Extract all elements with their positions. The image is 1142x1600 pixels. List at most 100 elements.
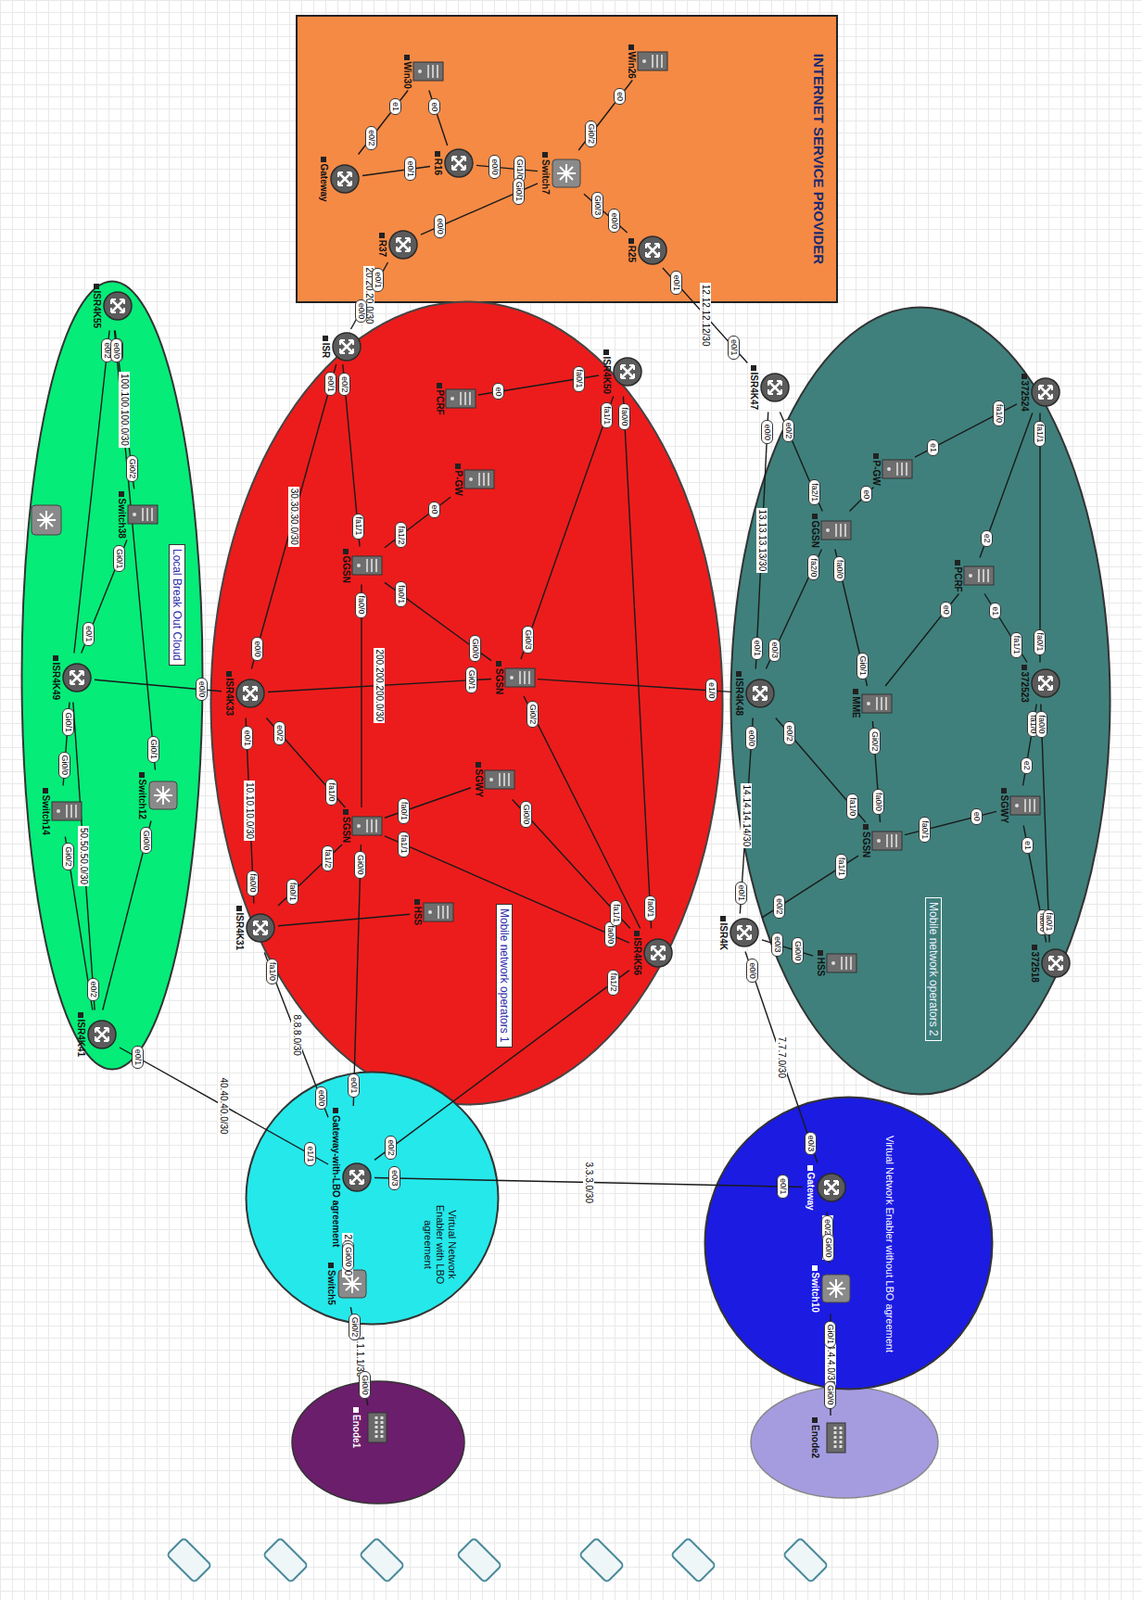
label-marker — [320, 156, 327, 163]
interface-label: Gi0/1 — [856, 652, 869, 681]
interface-label: Gi0/0 — [342, 1243, 355, 1271]
device-icon — [897, 462, 907, 476]
label-marker — [328, 1262, 334, 1269]
device-icon — [352, 556, 382, 575]
device-icon — [243, 686, 257, 700]
device-icon — [825, 947, 858, 979]
device-name: ISR4K33 — [223, 678, 235, 717]
network-device: P-GW — [452, 463, 495, 496]
region-outline — [246, 1072, 499, 1325]
device-icon — [342, 1163, 371, 1192]
label-marker — [495, 660, 502, 667]
device-icon — [744, 677, 776, 710]
device-icon — [101, 290, 134, 322]
interface-label: fa1/1 — [397, 831, 410, 858]
device-icon — [1010, 796, 1041, 815]
interface-label: fa0/1 — [286, 878, 299, 905]
device-icon — [826, 1422, 846, 1453]
mobile-devices — [166, 1537, 828, 1583]
device-icon — [964, 566, 994, 585]
device-icon — [505, 668, 535, 687]
device-name: PCRF — [433, 390, 445, 416]
label-marker — [236, 905, 242, 912]
label-marker — [52, 655, 59, 661]
device-icon — [234, 677, 267, 710]
interface-label: e1/1 — [304, 1142, 317, 1167]
interface-label: fa0/0 — [1035, 710, 1048, 737]
interface-label: e0/1 — [776, 1174, 789, 1199]
device-name: Switch38 — [115, 498, 127, 539]
device-name: SGWY — [472, 769, 484, 799]
device-name: ISR — [319, 342, 331, 359]
label-marker — [332, 1107, 339, 1114]
network-region: Virtual Network Enabler without LBO agre… — [703, 1095, 994, 1391]
network-device: SGSN — [493, 660, 536, 695]
device-icon — [1041, 949, 1070, 978]
interface-label: e0/2 — [773, 894, 786, 919]
device-icon — [753, 686, 767, 700]
interface-label: Gi0/0 — [139, 826, 153, 855]
device-name: P-GW — [452, 470, 464, 496]
interface-label: fa1/2 — [394, 521, 407, 548]
interface-label: e2 — [980, 530, 993, 547]
device-icon — [1025, 799, 1035, 813]
device-icon — [352, 816, 382, 836]
device-icon — [881, 453, 914, 485]
label-marker — [628, 238, 635, 244]
device-name: Gateway-with-LBO agreement — [329, 1115, 342, 1247]
interface-label: Gi0/1 — [62, 708, 75, 736]
device-icon — [428, 910, 432, 914]
device-name: HSS — [411, 906, 423, 927]
device-icon — [147, 779, 179, 812]
label-marker — [1021, 373, 1028, 380]
label-marker — [77, 1012, 84, 1018]
network-device: ISR — [319, 330, 363, 363]
interface-label: fa1/1 — [1034, 420, 1047, 447]
subnet-label: 100.100.100.0/30 — [118, 371, 130, 448]
network-device: MME — [850, 687, 893, 720]
interface-label: Gi0/2 — [868, 727, 881, 756]
device-label: ISR4K47 — [748, 365, 760, 411]
device-icon — [61, 661, 93, 694]
label-marker — [1031, 944, 1038, 951]
device-icon — [968, 573, 973, 578]
device-name: Switch5 — [325, 1269, 337, 1306]
switch-icon — [31, 505, 62, 535]
label-marker — [404, 54, 410, 61]
network-device: SGSN — [860, 824, 903, 858]
device-icon — [70, 671, 84, 685]
interface-label: fa0/0 — [618, 403, 631, 430]
interface-label: e0/1 — [131, 1045, 144, 1070]
subnet-label: 30.30.30.0/30 — [288, 486, 300, 547]
device-name: Switch10 — [809, 1272, 821, 1313]
interface-label: Gi0/1 — [113, 545, 126, 573]
interface-label: e0/1 — [347, 1073, 360, 1098]
interface-label: fa0/1 — [397, 798, 410, 825]
device-icon — [836, 523, 846, 537]
device-icon — [253, 921, 267, 935]
label-marker — [852, 688, 859, 695]
interface-label: Gi0/0 — [469, 634, 482, 663]
subnet-label: 13.13.13.13/30 — [756, 507, 768, 574]
device-label: P-GW — [870, 453, 882, 486]
interface-label: Gi0/2 — [348, 1313, 361, 1342]
interface-label: Gi0/3 — [521, 625, 534, 654]
network-region: Virtual Network Enabler with LBO agreeme… — [244, 1070, 500, 1326]
device-name: Gateway — [804, 1172, 816, 1211]
device-icon — [1029, 376, 1062, 408]
device-name: P-GW — [870, 460, 882, 486]
device-label: ISR4K50 — [600, 349, 612, 395]
interface-label: e0/0 — [608, 208, 621, 233]
device-name: ISR4K56 — [631, 938, 643, 977]
device-icon — [463, 463, 495, 495]
device-icon — [452, 156, 466, 170]
interface-label: Gi0/0 — [791, 937, 804, 965]
interface-label: e0/1 — [404, 156, 417, 181]
label-marker — [634, 930, 640, 937]
region-title: Local Break Out Cloud — [168, 544, 186, 666]
device-icon — [872, 831, 902, 851]
device-label: Switch7 — [539, 152, 551, 195]
interface-label: fa1/0 — [266, 958, 279, 985]
interface-label: fa0/0 — [872, 788, 885, 815]
region-outline — [20, 279, 204, 1071]
